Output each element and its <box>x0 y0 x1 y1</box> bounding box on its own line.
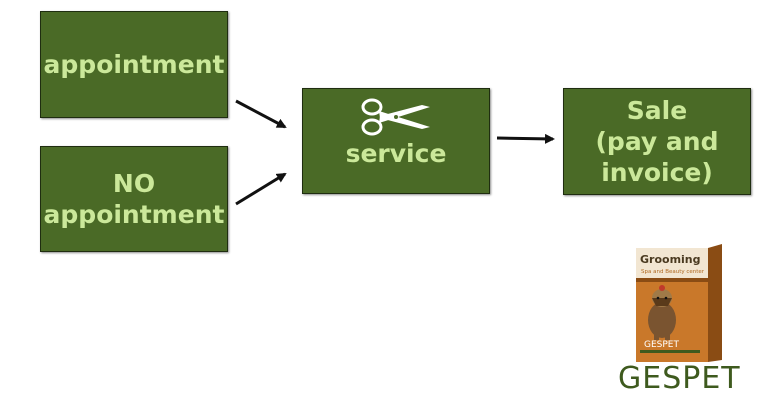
product-box-subtitle: Spa and Beauty center <box>641 269 705 275</box>
node-service-label: service <box>345 139 447 168</box>
arrow-no-appointment-to-service <box>235 172 287 206</box>
node-sale-label-line-2: (pay and <box>595 127 719 156</box>
node-no-appointment: NO appointment <box>40 146 228 252</box>
scissors-icon <box>361 98 430 136</box>
product-box-brand: GESPET <box>644 340 679 350</box>
arrow-appointment-to-service <box>235 99 287 129</box>
node-appointment-label: appointment <box>43 50 225 79</box>
gespet-product-box: Grooming Spa and Beauty center GESPET <box>636 244 722 362</box>
node-sale-label-line-3: invoice) <box>601 158 713 187</box>
arrow-service-to-sale <box>496 133 555 144</box>
product-box-title: Grooming <box>640 253 701 266</box>
node-sale: Sale (pay and invoice) <box>563 88 751 195</box>
node-service: service <box>302 88 490 194</box>
dog-illustration <box>648 285 676 340</box>
node-appointment: appointment <box>40 11 228 118</box>
node-sale-label-line-1: Sale <box>626 96 688 125</box>
node-no-appointment-label-line-2: appointment <box>43 200 225 229</box>
node-no-appointment-label-line-1: NO <box>112 169 156 198</box>
gespet-logo: GESPET <box>618 361 741 396</box>
